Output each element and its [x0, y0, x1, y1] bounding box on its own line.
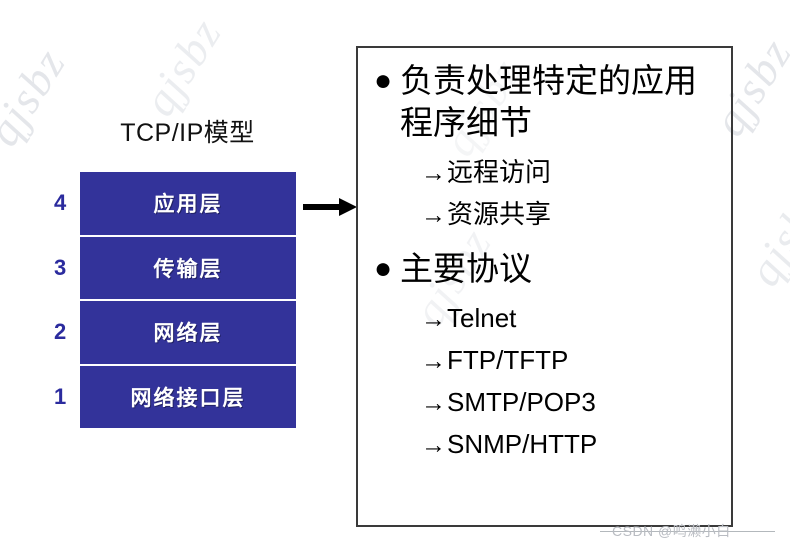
detail-subitem-row: → SNMP/HTTP	[368, 424, 721, 466]
detail-section-responsibility: ● 负责处理特定的应用程序细节 → 远程访问 → 资源共享	[368, 60, 721, 236]
arrow-right-small-icon: →	[421, 159, 446, 187]
detail-heading-row: ● 负责处理特定的应用程序细节	[368, 60, 721, 144]
bullet-dot-icon: ●	[374, 252, 393, 285]
arrow-right-small-icon: →	[421, 389, 446, 417]
watermark-text: qjsbz	[0, 38, 76, 155]
layer-number-2: 2	[54, 319, 67, 345]
detail-subitem-snmp-http: SNMP/HTTP	[447, 429, 598, 459]
layer-number-4: 4	[54, 190, 67, 216]
credit-divider	[600, 531, 775, 532]
arrow-right-small-icon: →	[421, 201, 446, 229]
arrow-right-small-icon: →	[421, 431, 446, 459]
spacer	[368, 236, 721, 248]
detail-subitem-smtp-pop3: SMTP/POP3	[447, 387, 596, 417]
detail-subitem-row: → Telnet	[368, 298, 721, 340]
detail-section-protocols: ● 主要协议 → Telnet → FTP/TFTP → SMTP/POP3 →…	[368, 248, 721, 466]
bullet-dot-icon: ●	[374, 64, 393, 97]
layer-number-3: 3	[54, 254, 67, 280]
model-title: TCP/IP模型	[120, 119, 255, 147]
detail-subitem-telnet: Telnet	[447, 303, 517, 333]
layer-name-transport: 传输层	[153, 257, 223, 281]
detail-subitem-row: → 远程访问	[368, 152, 721, 194]
layer-row-network-interface[interactable]: 1 网络接口层	[54, 365, 296, 428]
spacer	[368, 144, 721, 152]
arrow-right-small-icon: →	[421, 347, 446, 375]
detail-subitem-resource-sharing: 资源共享	[447, 199, 552, 229]
detail-heading-row: ● 主要协议	[368, 248, 721, 290]
watermark-text: qjsbz	[737, 178, 790, 295]
detail-heading-responsibility: 负责处理特定的应用程序细节	[400, 62, 697, 141]
detail-subitem-row: → 资源共享	[368, 194, 721, 236]
layer-row-application[interactable]: 4 应用层	[54, 172, 296, 237]
layer-name-application: 应用层	[153, 193, 223, 217]
watermark-text: qjsbz	[132, 8, 232, 125]
detail-subitem-row: → FTP/TFTP	[368, 340, 721, 382]
layer-row-transport[interactable]: 3 传输层	[54, 236, 296, 301]
application-layer-detail-panel: ● 负责处理特定的应用程序细节 → 远程访问 → 资源共享 ● 主要协议 →	[356, 46, 733, 527]
arrow-right-icon	[303, 198, 357, 216]
tcpip-layer-stack: 4 应用层 3 传输层 2 网络层 1 网络接口层	[54, 172, 296, 428]
detail-subitem-row: → SMTP/POP3	[368, 382, 721, 424]
detail-heading-protocols: 主要协议	[400, 250, 532, 287]
detail-subitem-ftp-tftp: FTP/TFTP	[447, 345, 569, 375]
arrow-right-small-icon: →	[421, 305, 446, 333]
credit-text: CSDN @鸣濑小白	[612, 523, 731, 539]
layer-row-network[interactable]: 2 网络层	[54, 301, 296, 366]
layer-name-network: 网络层	[153, 322, 223, 346]
layer-name-network-interface: 网络接口层	[130, 386, 246, 410]
detail-subitem-remote-access: 远程访问	[447, 157, 552, 187]
spacer	[368, 290, 721, 298]
layer-number-1: 1	[54, 383, 67, 409]
